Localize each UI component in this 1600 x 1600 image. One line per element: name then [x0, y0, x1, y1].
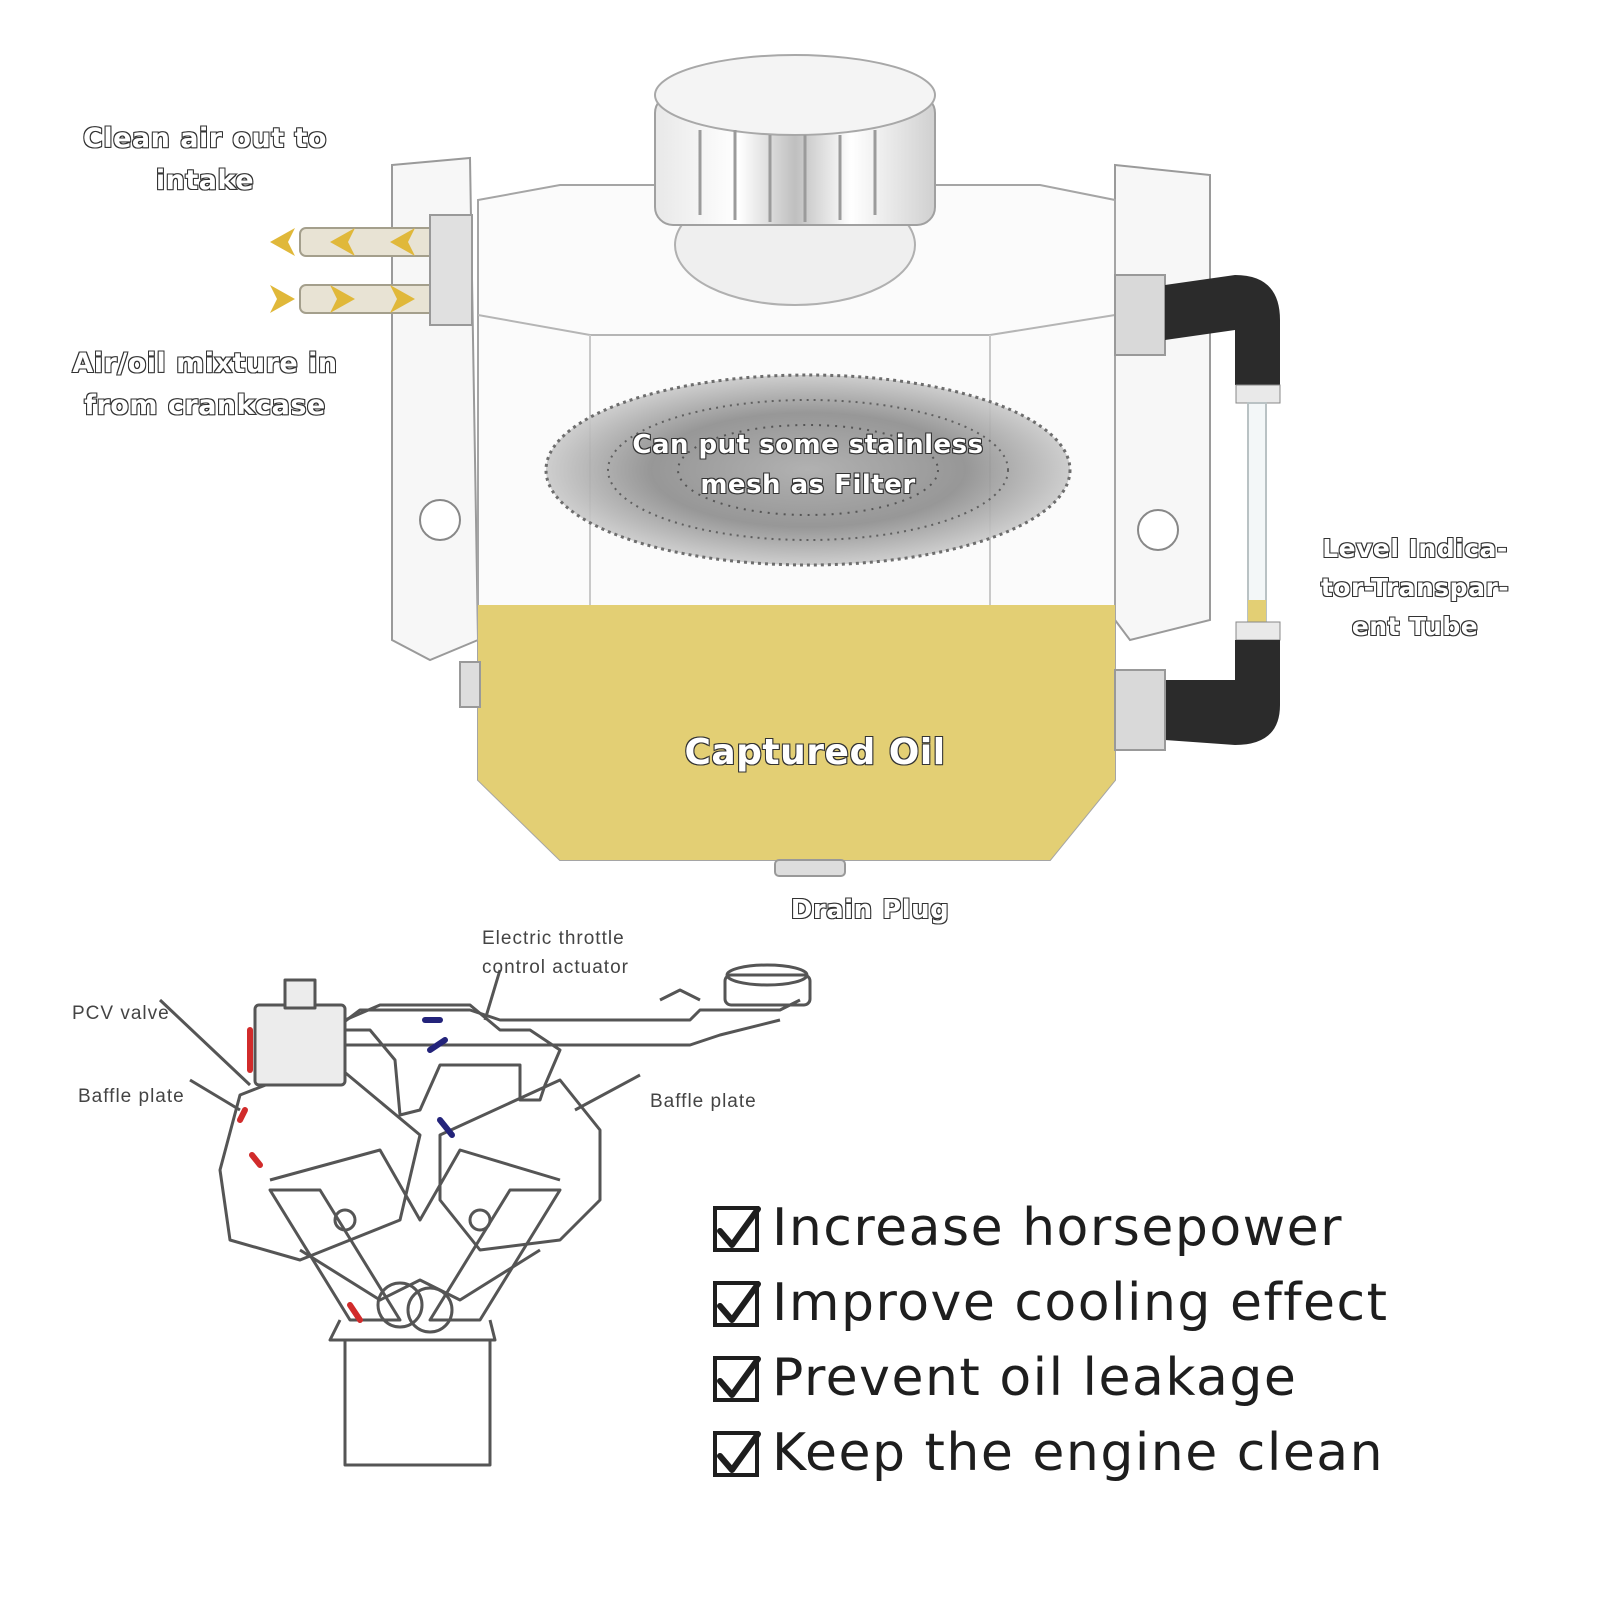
label-drain-plug: Drain Plug — [790, 894, 950, 926]
benefit-text: Prevent oil leakage — [772, 1348, 1298, 1408]
left-lower-bolt — [459, 661, 481, 708]
air-filter-icon — [723, 973, 812, 1007]
engine-right-head — [438, 1078, 602, 1252]
label-level-indicator: Level Indica- tor-Transpar- ent Tube — [1320, 533, 1510, 641]
catch-can-illustration — [270, 54, 1281, 877]
label-captured-oil: Captured Oil — [683, 731, 946, 774]
benefit-text: Increase horsepower — [772, 1198, 1344, 1258]
captured-oil-fill — [478, 605, 1115, 860]
engine-cutaway-diagram — [158, 963, 812, 1467]
label-mesh-filter: Can put some stainless mesh as Filter — [631, 429, 984, 501]
mesh-filter — [546, 375, 1070, 565]
checkbox-checked-icon — [713, 1431, 761, 1477]
label-baffle-plate-left: Baffle plate — [78, 1086, 185, 1107]
engine-left-head — [218, 1058, 422, 1262]
oil-pan — [343, 1340, 492, 1467]
level-indicator-tube — [1114, 274, 1281, 751]
benefit-item: Prevent oil leakage — [712, 1348, 1297, 1408]
label-throttle-actuator: Electric throttle control actuator — [482, 928, 629, 978]
drain-plug-icon — [774, 859, 846, 877]
left-fittings — [299, 214, 473, 326]
right-bracket-hole — [1137, 509, 1179, 551]
label-air-oil-mixture-in: Air/oil mixture in from crankcase — [71, 347, 338, 422]
benefit-text: Keep the engine clean — [772, 1423, 1385, 1483]
checkbox-checked-icon — [713, 1356, 761, 1402]
right-mounting-bracket — [1114, 163, 1211, 642]
label-pcv-valve: PCV valve — [72, 1003, 170, 1024]
benefit-text: Improve cooling effect — [772, 1273, 1389, 1333]
benefit-item: Increase horsepower — [712, 1198, 1343, 1258]
inlet-arrows-icon — [270, 285, 415, 313]
left-bracket-hole — [419, 499, 461, 541]
benefit-item: Improve cooling effect — [712, 1273, 1389, 1333]
checkbox-checked-icon — [713, 1206, 761, 1252]
pcv-valve-icon — [253, 1003, 347, 1087]
label-clean-air-out: Clean air out to intake — [82, 122, 327, 197]
label-baffle-plate-right: Baffle plate — [650, 1091, 757, 1112]
outlet-arrows-icon — [270, 228, 415, 256]
checkbox-checked-icon — [713, 1281, 761, 1327]
benefit-item: Keep the engine clean — [712, 1423, 1384, 1483]
